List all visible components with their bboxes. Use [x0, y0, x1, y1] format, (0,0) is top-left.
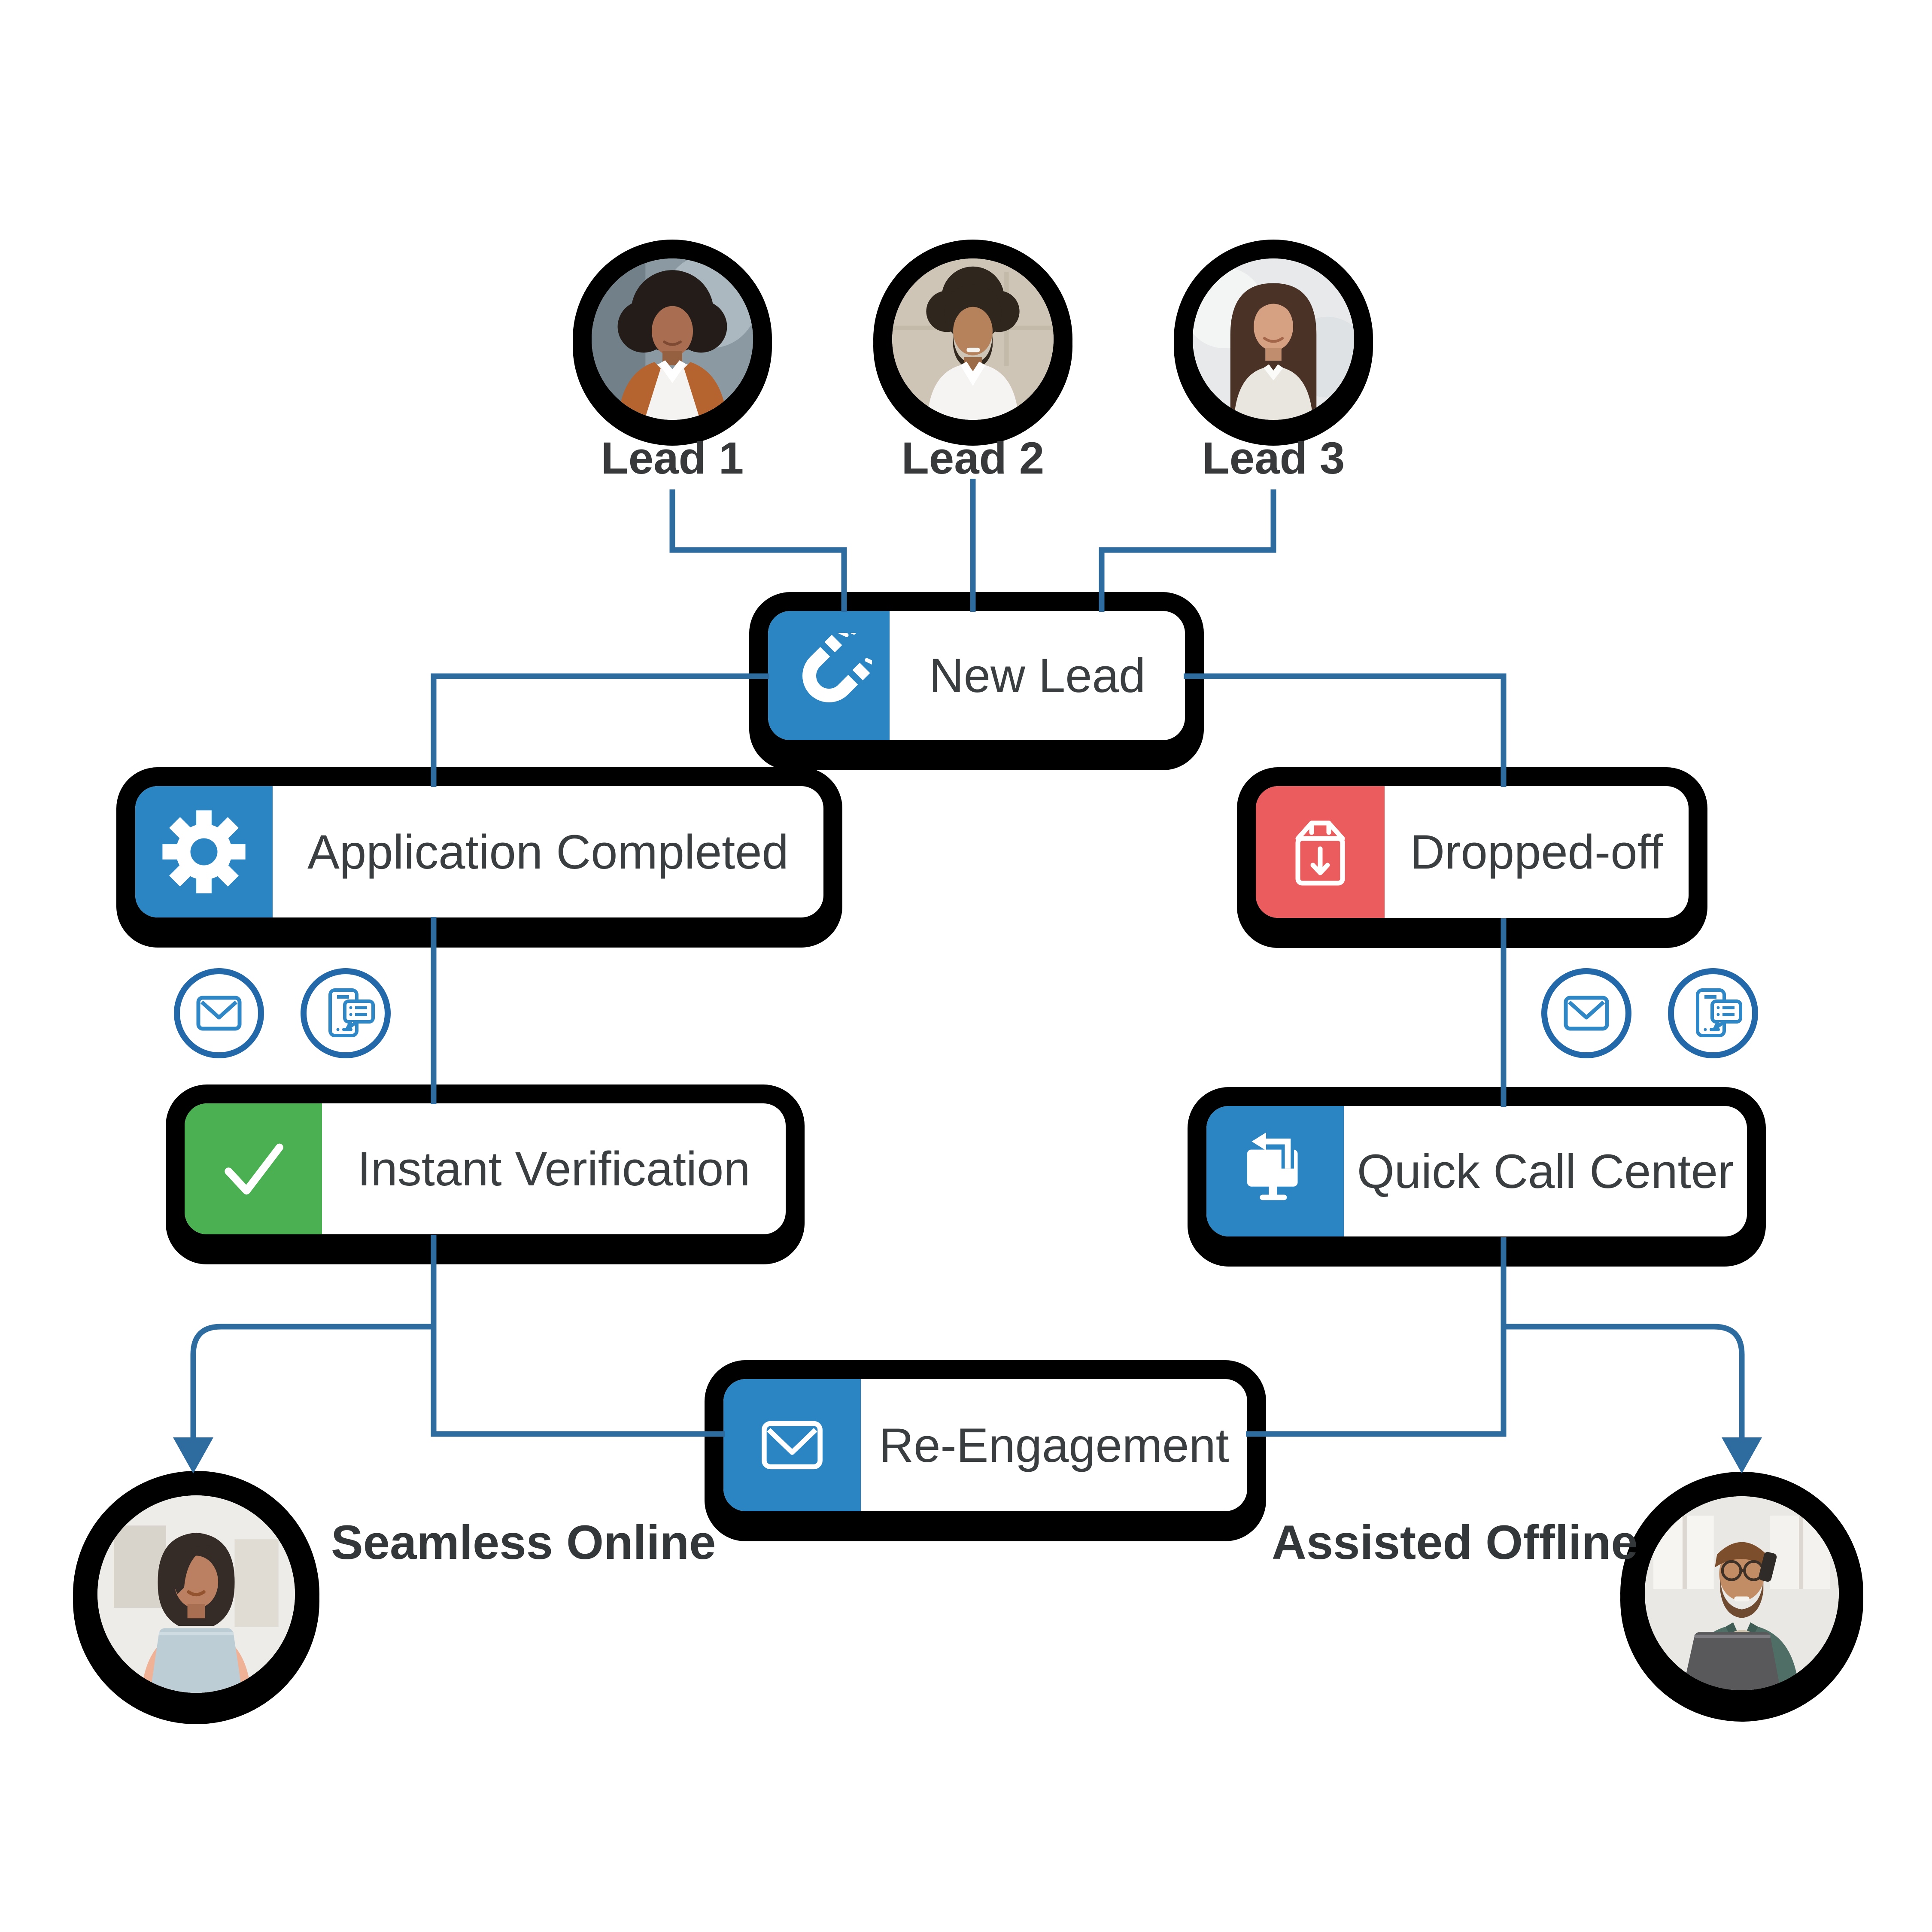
re-engagement-label: Re-Engagement: [879, 1418, 1229, 1472]
sms-icon: [301, 968, 391, 1058]
connector-verification-to-reengagement: [431, 1235, 725, 1437]
lead-2-avatar: [873, 240, 1072, 439]
connector-callcenter-to-reengagement: [1246, 1237, 1507, 1437]
quick-call-center-icon-section: [1206, 1106, 1344, 1236]
new-lead-icon-section: [768, 611, 890, 740]
instant-verification-label: Instant Verification: [357, 1142, 750, 1196]
check-icon: [225, 1143, 283, 1194]
package-drop-icon: [1295, 820, 1345, 885]
arrowhead-online: [173, 1437, 213, 1473]
dropped-off-icon-section: [1256, 786, 1385, 918]
connector-branch-offline: [1504, 1324, 1745, 1439]
sms-icon: [1668, 968, 1758, 1058]
lead-1-portrait: [592, 258, 753, 420]
node-application-completed: Application Completed: [116, 767, 842, 936]
node-re-engagement: Re-Engagement: [705, 1360, 1266, 1530]
gear-icon: [162, 810, 246, 893]
assisted-offline-avatar: [1620, 1472, 1863, 1715]
application-completed-icon-section: [135, 786, 273, 917]
quick-call-center-label: Quick Call Center: [1357, 1144, 1734, 1198]
offline-portrait: [1645, 1496, 1839, 1690]
seamless-online-label: Seamless Online: [331, 1516, 716, 1569]
lead-3-label: Lead 3: [1202, 433, 1345, 483]
email-icon: [174, 968, 264, 1058]
node-new-lead: New Lead: [749, 592, 1204, 759]
seamless-online-avatar: [73, 1471, 319, 1717]
email-icon: [1541, 968, 1631, 1058]
application-completed-label: Application Completed: [307, 825, 789, 879]
new-lead-label: New Lead: [929, 649, 1146, 702]
node-quick-call-center: Quick Call Center: [1188, 1087, 1766, 1255]
lead-3-portrait: [1193, 258, 1354, 420]
envelope-icon: [762, 1421, 823, 1470]
connector-branch-online: [190, 1324, 434, 1439]
arrowhead-offline: [1722, 1437, 1762, 1473]
instant-verification-icon-section: [185, 1103, 322, 1234]
lead-2-portrait: [892, 258, 1054, 420]
lead-1-label: Lead 1: [601, 433, 744, 483]
lead-1-avatar: [573, 240, 772, 439]
online-portrait: [97, 1495, 295, 1693]
lead-3-avatar: [1174, 240, 1373, 439]
re-engagement-icon-section: [723, 1379, 861, 1511]
assisted-offline-label: Assisted Offline: [1272, 1516, 1638, 1569]
lead-2-label: Lead 2: [901, 433, 1045, 483]
node-instant-verification: Instant Verification: [166, 1084, 805, 1253]
node-dropped-off: Dropped-off: [1237, 767, 1707, 937]
magnet-icon: [802, 632, 872, 702]
dropped-off-label: Dropped-off: [1410, 825, 1663, 879]
callback-monitor-icon: [1247, 1132, 1298, 1200]
